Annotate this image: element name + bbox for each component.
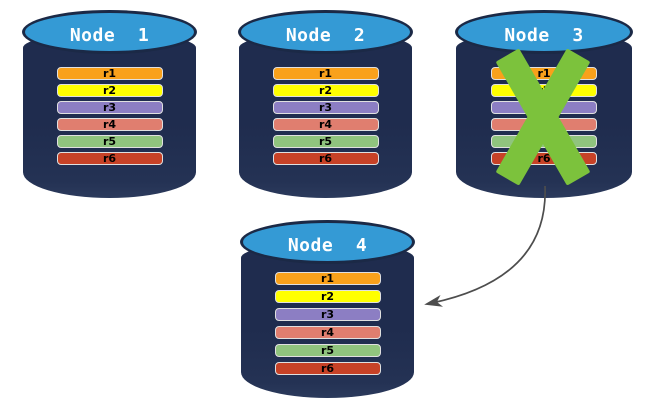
replica-row: r3 [274, 308, 381, 321]
replica-row: r2 [56, 84, 163, 97]
row-stack: r1 r2 r3 r4 r5 r6 [56, 67, 163, 165]
cylinder-top [22, 10, 197, 54]
replica-row: r6 [272, 152, 379, 165]
row-stack: r1 r2 r3 r4 r5 r6 [274, 272, 381, 375]
replica-row: r2 [274, 290, 381, 303]
node-label: Node 1 [69, 25, 150, 46]
node-cylinder-2: Node 2 r1 r2 r3 r4 r5 r6 [238, 10, 413, 198]
cylinder-body [23, 32, 196, 198]
node-cylinder-1: Node 1 r1 r2 r3 r4 r5 r6 [22, 10, 197, 198]
replica-row: r3 [56, 101, 163, 114]
cylinder-body [239, 32, 412, 198]
cylinder-top [238, 10, 413, 54]
cylinder-top [455, 10, 633, 54]
node-label: Node 3 [504, 25, 584, 46]
replica-row: r4 [274, 326, 381, 339]
replica-row: r4 [272, 118, 379, 131]
replica-row: r1 [274, 272, 381, 285]
node-label: Node 4 [287, 235, 368, 256]
replica-row: r6 [56, 152, 163, 165]
replica-row: r5 [274, 344, 381, 357]
replica-row: r1 [272, 67, 379, 80]
node-label: Node 2 [285, 25, 366, 46]
replica-row: r4 [56, 118, 163, 131]
replica-row: r6 [274, 362, 381, 375]
replica-row: r5 [272, 135, 379, 148]
node-cylinder-4: Node 4 r1 r2 r3 r4 r5 r6 [240, 220, 415, 398]
replica-row: r5 [56, 135, 163, 148]
replica-row: r2 [272, 84, 379, 97]
replica-row: r1 [56, 67, 163, 80]
row-stack: r1 r2 r3 r4 r5 r6 [272, 67, 379, 165]
failure-x-icon [494, 47, 591, 186]
cylinder-top [240, 220, 415, 264]
replica-row: r3 [272, 101, 379, 114]
